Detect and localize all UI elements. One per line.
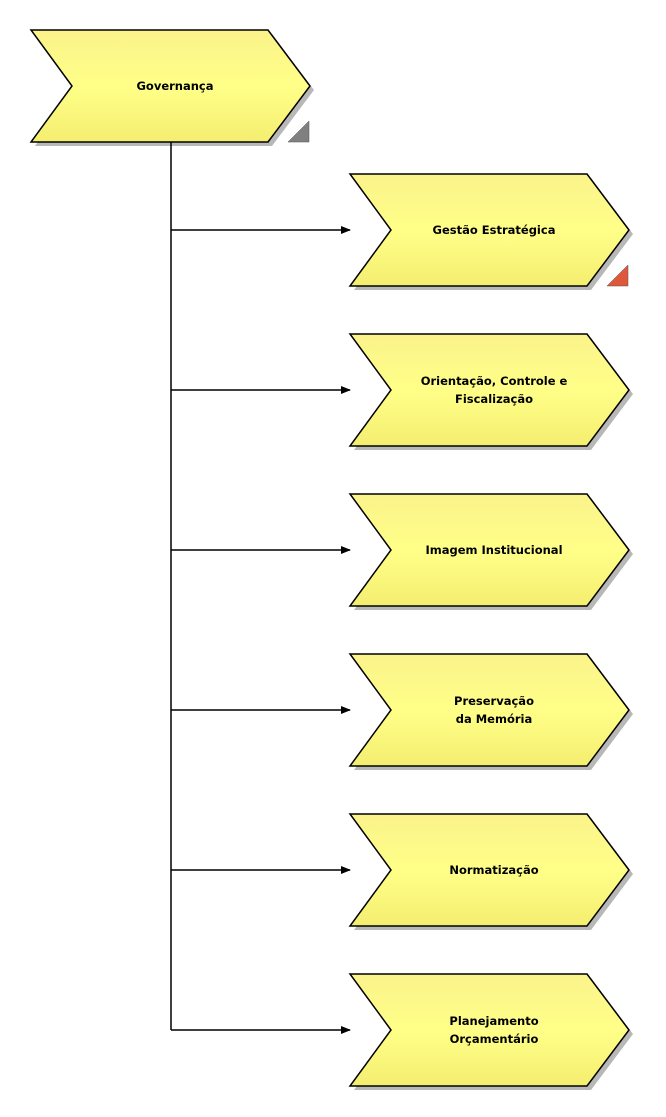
- chevron-shape: [348, 493, 630, 607]
- root-process-governanca[interactable]: [29, 29, 314, 146]
- root-process-governanca-label: Governança: [136, 79, 214, 93]
- chevron-shape: [348, 333, 630, 447]
- chevron-shape: [348, 173, 630, 287]
- child-process-2[interactable]: [348, 493, 633, 610]
- child-process-5[interactable]: [348, 973, 633, 1090]
- child-process-2-label: Imagem Institucional: [425, 543, 563, 557]
- assignment-marker-icon[interactable]: [606, 264, 629, 287]
- chevron-shape: [29, 29, 311, 143]
- chevron-shape: [348, 653, 630, 767]
- child-process-4[interactable]: [348, 813, 633, 930]
- assignment-marker-icon[interactable]: [287, 120, 310, 143]
- child-process-0-label: Gestão Estratégica: [432, 223, 556, 237]
- chevron-shape: [348, 973, 630, 1087]
- child-process-1-label: Orientação, Controle e Fiscalização: [420, 374, 568, 406]
- child-process-5-label: Planejamento Orçamentário: [449, 1014, 539, 1046]
- child-process-4-label: Normatização: [449, 863, 539, 877]
- chevron-shape: [348, 813, 630, 927]
- child-process-0[interactable]: [348, 173, 633, 290]
- child-process-3[interactable]: [348, 653, 633, 770]
- child-process-1[interactable]: [348, 333, 633, 450]
- child-process-3-label: Preservação da Memória: [454, 694, 534, 726]
